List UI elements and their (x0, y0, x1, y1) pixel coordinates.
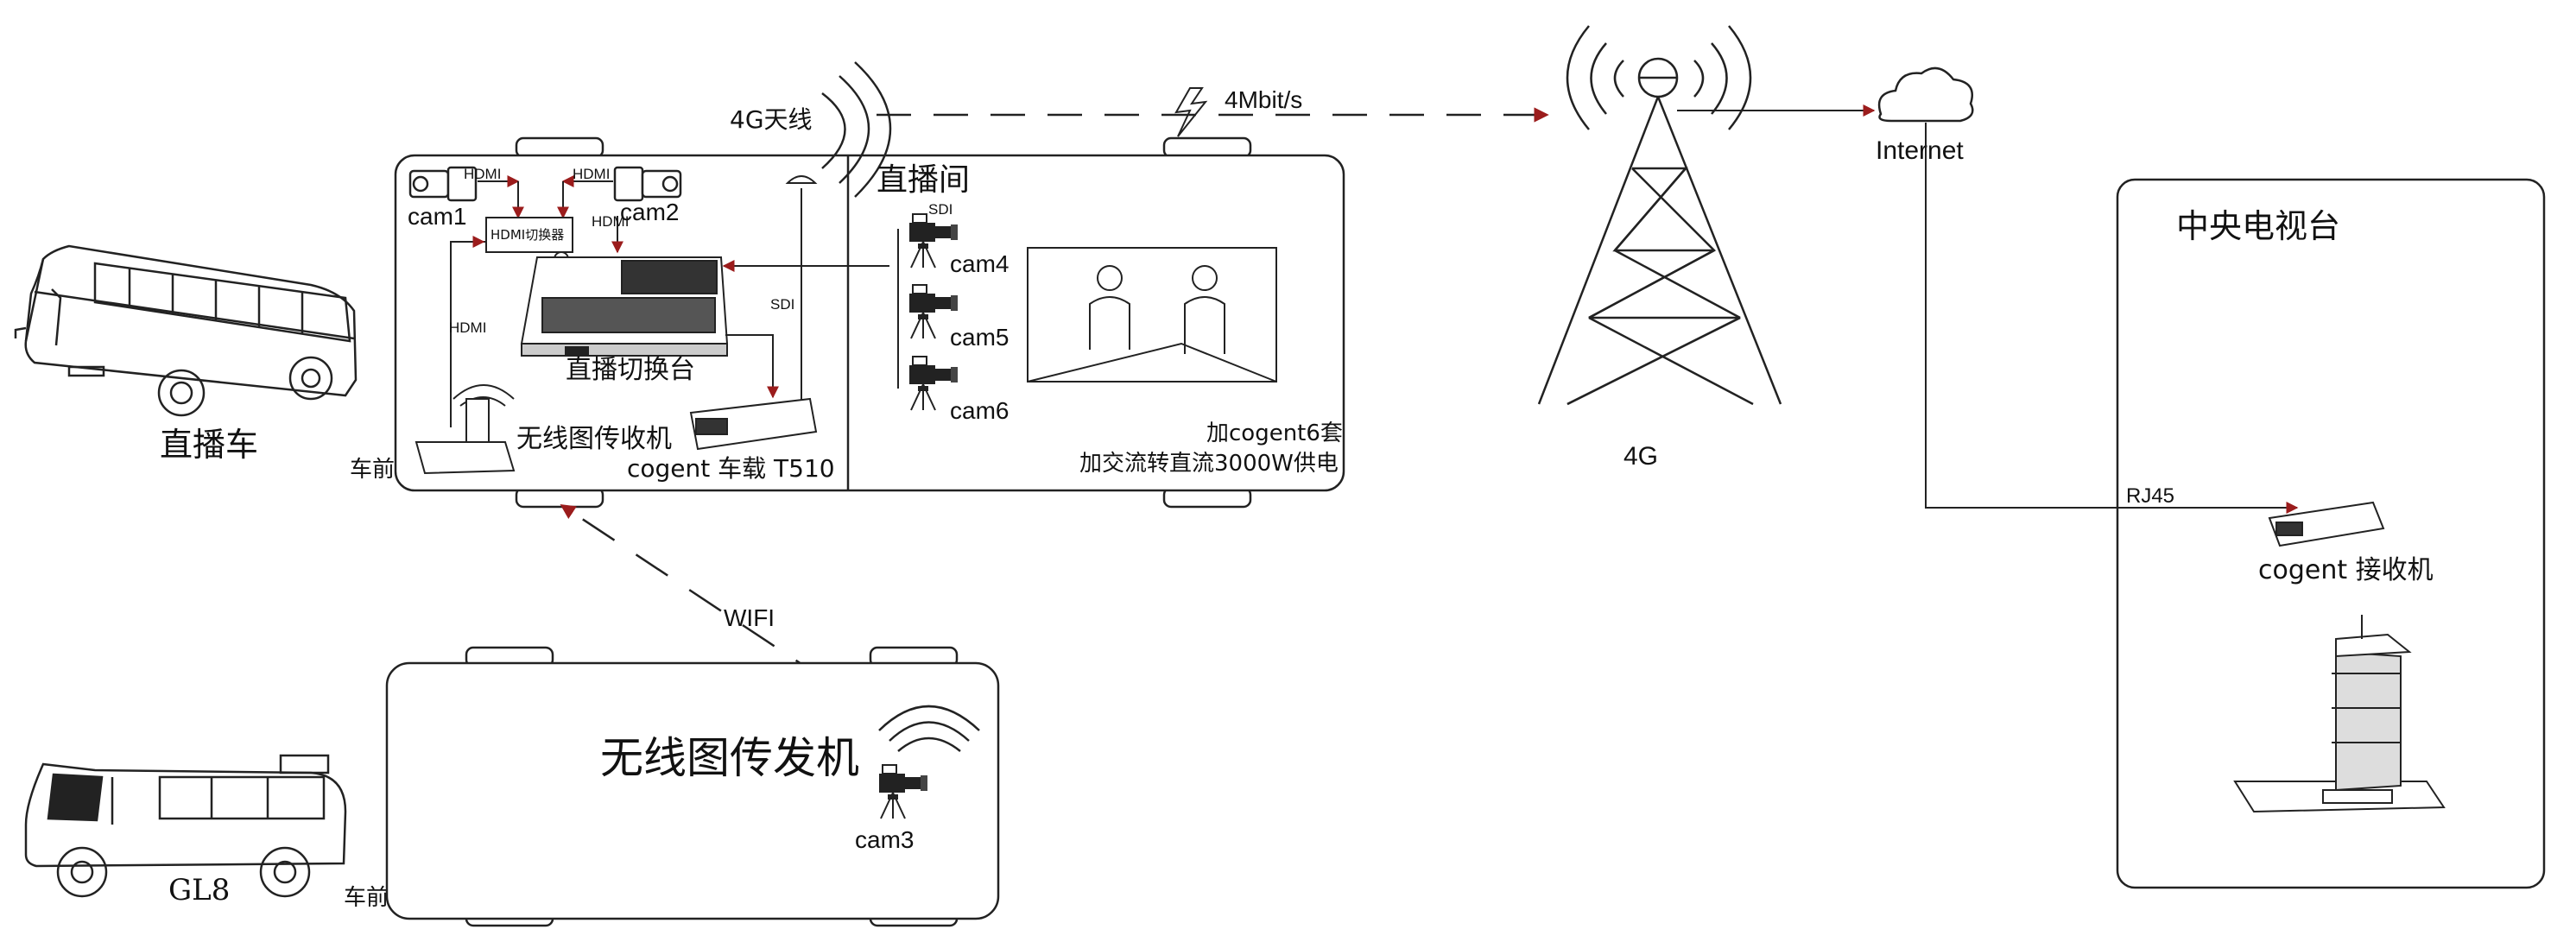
internet-cloud-icon (1877, 66, 1974, 123)
bandwidth-label: 4Mbit/s (1225, 86, 1302, 113)
t510-encoder-icon (689, 397, 818, 451)
gl8-van (24, 754, 347, 898)
live-switcher-console-icon (520, 256, 729, 357)
rj45-link (1925, 123, 2299, 514)
power-note-line1: 加cogent6套 (1206, 420, 1343, 446)
studio-title: 直播间 (877, 162, 970, 198)
van-label: GL8 (168, 873, 230, 907)
tower-label: 4G (1623, 442, 1658, 471)
wifi-label: WIFI (724, 604, 775, 631)
anchor-desk-scene (1027, 247, 1277, 382)
sdi-vertical-label: SDI (770, 296, 794, 313)
van-front-label: 车前 (344, 885, 389, 911)
lightning-icon (1174, 87, 1208, 137)
wireless-transmitter-label: 无线图传发机 (600, 733, 859, 783)
live-broadcast-bus (14, 244, 358, 417)
cam1-label: cam1 (408, 203, 466, 230)
cogent-receiver-icon (2268, 501, 2385, 547)
bus-interior-box (394, 136, 1345, 509)
cam2-label: cam2 (620, 199, 679, 225)
4g-antenna-icon (821, 61, 892, 198)
cctv-building-icon (2233, 615, 2446, 813)
mini-antenna-icon (785, 175, 818, 184)
cam6-label: cam6 (950, 397, 1009, 424)
cam5-label: cam5 (950, 324, 1009, 351)
cam3-label: cam3 (855, 826, 914, 853)
cctv-title: 中央电视台 (2176, 207, 2340, 245)
4g-antenna-label: 4G天线 (730, 105, 813, 134)
hdmi-label-c: HDMI (592, 213, 629, 230)
cam2-camera-icon (613, 166, 682, 202)
wireless-receiver-label: 无线图传收机 (516, 424, 672, 454)
cam1-camera-icon (408, 166, 478, 202)
hdmi-side-label: HDMI (449, 319, 486, 336)
live-switcher-label: 直播切换台 (566, 355, 695, 385)
cogent-receiver-label: cogent 接收机 (2258, 555, 2434, 585)
cam4-label: cam4 (950, 250, 1009, 277)
bus-front-label: 车前 (350, 457, 395, 483)
sdi-cam4-label: SDI (928, 201, 953, 218)
transmitter-antenna-icon (878, 705, 980, 752)
hdmi-switcher-box (485, 217, 573, 253)
hdmi-label-b: HDMI (573, 166, 610, 182)
hdmi-switcher-label: HDMI切换器 (491, 227, 564, 243)
van-interior-box (385, 646, 1000, 927)
internet-label: Internet (1876, 136, 1964, 165)
switcher-to-t510-link (725, 334, 779, 399)
bus-label: 直播车 (160, 426, 258, 464)
wireless-receiver-icon (415, 384, 516, 475)
hdmi-label-a: HDMI (464, 166, 501, 182)
4g-tower-icon (1537, 25, 1782, 406)
power-note-line2: 加交流转直流3000W供电 (1079, 451, 1339, 477)
rj45-label: RJ45 (2126, 484, 2174, 508)
t510-label: cogent 车载 T510 (627, 454, 835, 483)
cctv-panel (2116, 178, 2546, 889)
